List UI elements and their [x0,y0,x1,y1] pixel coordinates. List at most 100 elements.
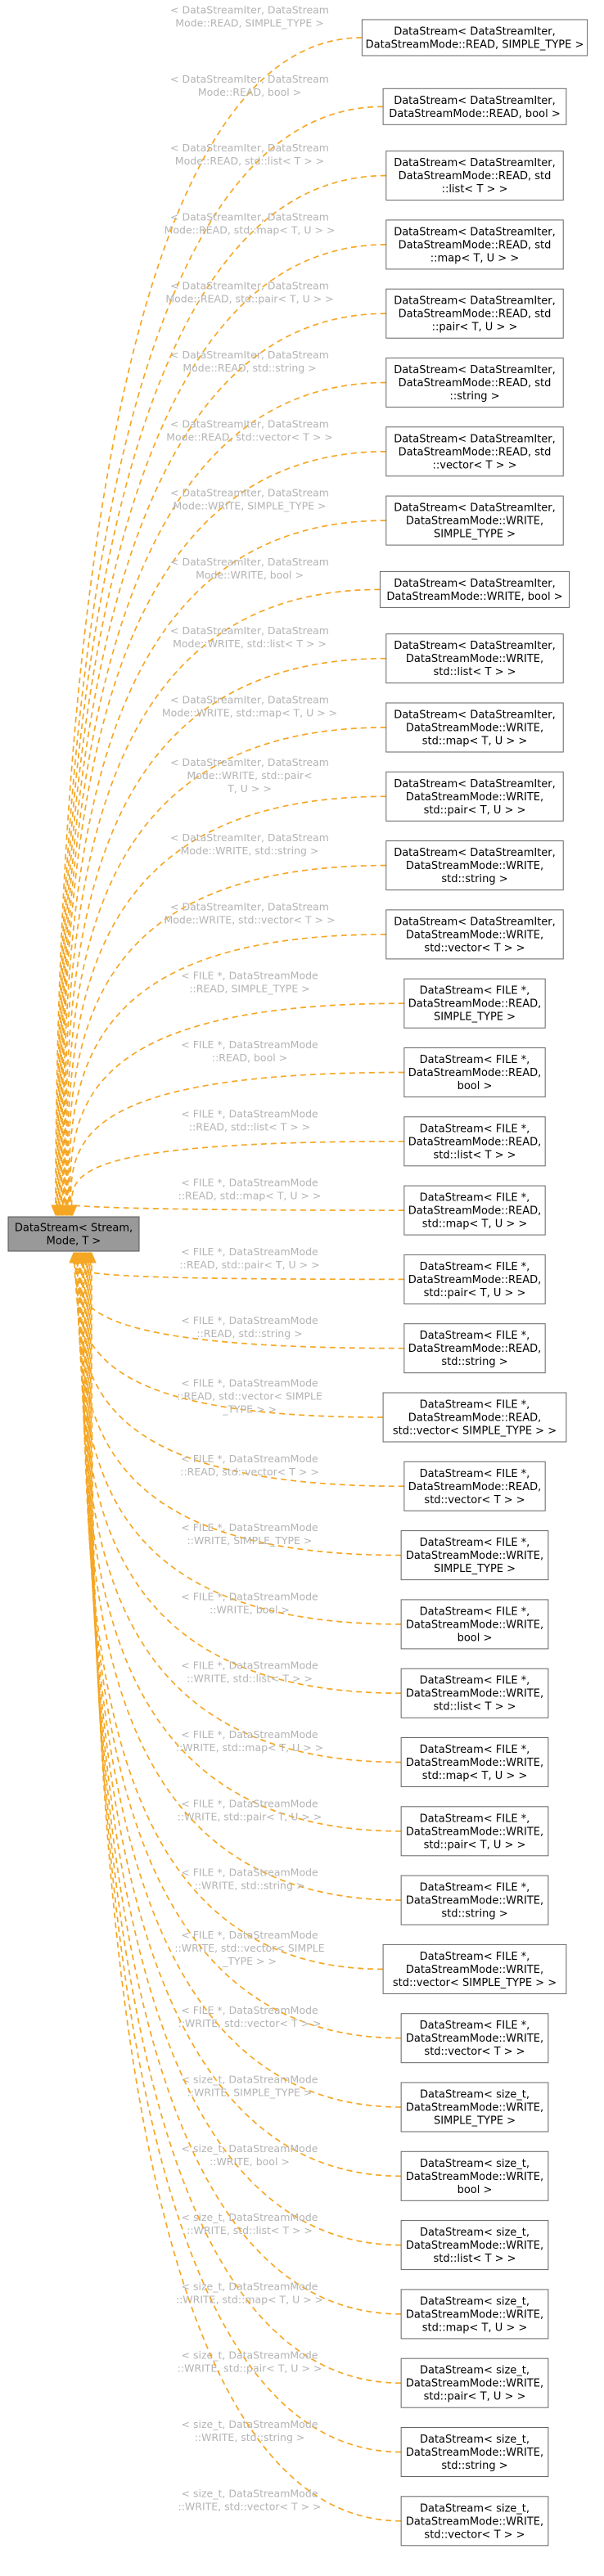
class-node[interactable]: DataStream< FILE *,DataStreamMode::READ,… [382,1392,567,1443]
node-label-line: DataStream< DataStreamIter, [394,778,556,790]
class-node[interactable]: DataStream< FILE *,DataStreamMode::WRITE… [400,1806,549,1857]
class-node[interactable]: DataStream< size_t,DataStreamMode::WRITE… [400,2427,549,2477]
edge-label-line: < FILE *, DataStreamMode [181,1038,318,1051]
class-node[interactable]: DataStream< FILE *,DataStreamMode::READ,… [403,1047,546,1097]
class-node-box [385,633,564,684]
class-node[interactable]: DataStream< DataStreamIter,DataStreamMod… [385,771,564,822]
node-label-line: std::list< T > > [434,1701,516,1714]
edge-label-line: < DataStreamIter, DataStream [170,210,329,223]
class-node[interactable]: DataStream< FILE *,DataStreamMode::WRITE… [400,1875,549,1925]
node-label-line: DataStream< FILE *, [420,1882,530,1894]
node-label-line: bool > [458,1632,493,1644]
node-label-line: DataStreamMode::WRITE, [406,2308,543,2321]
edge-label: < FILE *, DataStreamMode::READ, std::map… [178,1177,322,1202]
inheritance-edge [61,450,386,1206]
class-node[interactable]: DataStream< DataStreamIter,DataStreamMod… [385,288,564,339]
class-node[interactable]: DataStream< DataStreamIter,DataStreamMod… [382,88,567,125]
edge-label: < DataStreamIter, DataStreamMode::WRITE,… [162,694,337,719]
node-label-line: DataStream< FILE *, [420,1951,530,1963]
node-label-line: std::list< T > > [434,1149,516,1161]
class-node[interactable]: DataStream< size_t,DataStreamMode::WRITE… [400,2082,549,2132]
node-label-line: std::pair< T, U > > [424,1839,526,1851]
class-node[interactable]: DataStream< FILE *,DataStreamMode::READ,… [403,1185,546,1236]
class-node[interactable]: DataStream< DataStreamIter,DataStreamMod… [379,570,570,608]
edge-label: < FILE *, DataStreamMode::WRITE, std::ma… [176,1728,323,1754]
class-node[interactable]: DataStream< DataStreamIter,DataStreamMod… [385,633,564,684]
class-node[interactable]: DataStream< FILE *,DataStreamMode::READ,… [403,1461,546,1511]
class-node[interactable]: DataStream< FILE *,DataStreamMode::WRITE… [400,1599,549,1650]
edge-label: < DataStreamIter, DataStreamMode::READ, … [170,142,329,167]
node-label-line: Mode, T > [47,1236,101,1248]
edge-label: < FILE *, DataStreamMode::READ, std::pai… [179,1245,319,1271]
class-node[interactable]: DataStream< FILE *,DataStreamMode::WRITE… [400,1737,549,1787]
class-node[interactable]: DataStream< size_t,DataStreamMode::WRITE… [400,2150,549,2201]
class-node[interactable]: DataStream< size_t,DataStreamMode::WRITE… [400,2496,549,2547]
node-label-line: DataStreamMode::READ, bool > [389,108,560,120]
inheritance-edge [62,588,381,1206]
class-node[interactable]: DataStream< FILE *,DataStreamMode::READ,… [403,1116,546,1167]
node-label-line: DataStreamMode::READ, [408,1274,542,1286]
edge-label-line: ::READ, SIMPLE_TYPE > [189,983,309,995]
node-label-line: DataStreamMode::READ, std [399,377,552,390]
class-node-box [400,1599,549,1650]
class-node[interactable]: DataStream< DataStreamIter,DataStreamMod… [385,840,564,891]
edge-label-line: Mode::READ, std::vector< T > > [166,430,333,443]
class-node[interactable]: DataStream< size_t,DataStreamMode::WRITE… [400,2220,549,2271]
class-node[interactable]: DataStream< DataStreamIter,DataStreamMod… [361,19,588,56]
node-label-line: DataStreamMode::READ, std [399,170,552,182]
class-node[interactable]: DataStream< FILE *,DataStreamMode::WRITE… [382,1943,567,1994]
edge-label: < DataStreamIter, DataStreamMode::WRITE,… [164,900,335,925]
class-node[interactable]: DataStream< size_t,DataStreamMode::WRITE… [400,2358,549,2408]
edge-label-line: < FILE *, DataStreamMode [181,1728,318,1741]
class-node[interactable]: DataStream< FILE *,DataStreamMode::READ,… [403,1254,546,1304]
edge-label-line: ::WRITE, std::vector< T > > [178,2500,321,2512]
node-label-line: DataStreamMode::WRITE, [406,1688,543,1700]
edge-label-line: ::READ, std::map< T, U > > [178,1190,322,1202]
inheritance-edge [78,1262,402,1625]
node-label-line: std::map< T, U > > [422,1770,528,1782]
class-node[interactable]: DataStream< DataStreamIter,DataStreamMod… [385,219,564,270]
class-node[interactable]: DataStream< DataStreamIter,DataStreamMod… [385,702,564,753]
node-label-line: DataStream< DataStreamIter, [394,433,556,445]
node-label-line: std::vector< T > > [424,942,525,954]
class-node[interactable]: DataStream< FILE *,DataStreamMode::WRITE… [400,2013,549,2064]
edge-label: < DataStreamIter, DataStreamMode::READ, … [170,349,329,374]
edge-label-line: Mode::WRITE, std::map< T, U > > [162,707,337,719]
class-node[interactable]: DataStream< DataStreamIter,DataStreamMod… [385,909,564,960]
class-node[interactable]: DataStream< DataStreamIter,DataStreamMod… [385,151,564,201]
class-node-box [400,1737,549,1787]
class-node[interactable]: DataStream< FILE *,DataStreamMode::WRITE… [400,1530,549,1581]
node-label-line: DataStream< FILE *, [420,1813,530,1825]
class-node[interactable]: DataStream< FILE *,DataStreamMode::READ,… [403,1323,546,1374]
edge-label-line: < DataStreamIter, DataStream [170,349,329,361]
inheritance-edge [65,795,386,1206]
edge-label: < FILE *, DataStreamMode::WRITE, SIMPLE_… [181,1521,318,1547]
edge-label-line: Mode::WRITE, std::string > [181,844,319,857]
class-node[interactable]: DataStream< DataStreamIter,DataStreamMod… [385,358,564,408]
node-label-line: std::string > [441,1356,507,1368]
class-node-box [385,702,564,753]
edge-label-line: < size_t, DataStreamMode [182,2280,318,2292]
node-label-line: DataStream< FILE *, [420,1468,530,1480]
node-label-line: std::string > [441,2460,507,2472]
class-node[interactable]: DataStream< size_t,DataStreamMode::WRITE… [400,2289,549,2340]
class-node[interactable]: DataStream< DataStreamIter,DataStreamMod… [385,495,564,546]
class-node[interactable]: DataStream< DataStreamIter,DataStreamMod… [385,426,564,477]
node-label-line: DataStream< DataStreamIter, [394,95,556,107]
edge-label-line: _TYPE > > [222,1403,277,1416]
edge-label-line: ::WRITE, bool > [210,2155,290,2168]
class-node-box [400,1668,549,1718]
root-node[interactable]: DataStream< Stream,Mode, T > [7,1216,140,1252]
node-label-line: bool > [458,1080,493,1092]
inheritance-edge [71,1205,404,1211]
class-node-box [400,2082,549,2132]
node-label-line: DataStreamMode::READ, std [399,446,552,458]
inheritance-edge [68,934,386,1206]
arrowhead-icon [87,1251,97,1263]
node-label-line: DataStream< DataStreamIter, [394,364,556,376]
inheritance-edge [60,381,386,1206]
class-node[interactable]: DataStream< FILE *,DataStreamMode::READ,… [403,978,546,1029]
class-node[interactable]: DataStream< FILE *,DataStreamMode::WRITE… [400,1668,549,1718]
class-node-box [400,1530,549,1581]
edge-label-line: < FILE *, DataStreamMode [181,1521,318,1533]
